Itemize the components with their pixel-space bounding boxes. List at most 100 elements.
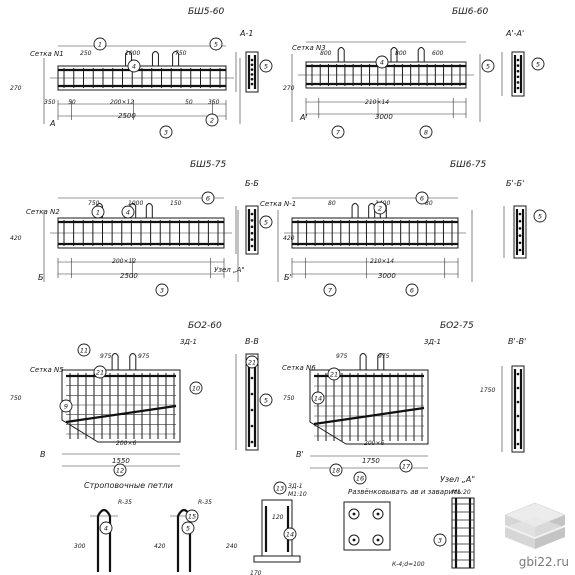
position-mark-bubble xyxy=(93,365,107,379)
section-b1-prime-bar xyxy=(518,212,522,216)
position-mark-number: 3 xyxy=(160,287,164,295)
section-vv-bar xyxy=(250,376,254,380)
radius-a: R-35 xyxy=(118,499,132,506)
position-mark-number: 4 xyxy=(126,209,130,217)
position-mark-number: 3 xyxy=(438,537,442,545)
dim-420: 420 xyxy=(10,235,22,242)
position-mark-number: 7 xyxy=(328,287,333,295)
position-mark-bubble xyxy=(185,509,199,523)
position-mark-number: 10 xyxy=(192,385,200,393)
dim-270: 270 xyxy=(10,85,22,92)
section-a1-bar xyxy=(250,58,254,62)
position-mark-bubble xyxy=(415,191,429,205)
plate-hole xyxy=(372,534,384,546)
position-mark-bubble xyxy=(373,201,387,215)
beam-bo2-75-outline xyxy=(309,369,429,445)
zd1-detail-label: ЗД-1 xyxy=(288,483,303,490)
position-mark-bubble xyxy=(113,463,127,477)
section-a1-outline xyxy=(245,51,259,93)
beam-bsh6-60: БШ6-60 А'-А' Сетка N3 800 800 600 210×14… xyxy=(283,7,524,122)
cut-b: Б xyxy=(38,273,44,282)
position-mark-number: 1 xyxy=(96,209,100,217)
section-bb-outline xyxy=(245,205,259,255)
section-a1-prime-outline xyxy=(511,51,525,97)
dim-420-b: 420 xyxy=(283,235,295,242)
node-a-title: Узел „A" xyxy=(440,475,475,484)
plate-hole-center xyxy=(352,538,356,542)
position-mark-number: 9 xyxy=(64,403,68,411)
position-mark-bubble xyxy=(259,59,273,73)
position-mark-bubble xyxy=(209,37,223,51)
site-logo-icon xyxy=(504,502,566,549)
position-mark-number: 8 xyxy=(424,129,428,137)
position-mark-number: 21 xyxy=(248,359,256,367)
position-mark-bubble xyxy=(327,367,341,381)
dim-200x12: 200×12 xyxy=(110,99,134,106)
position-mark-bubble xyxy=(127,59,141,73)
position-mark-bubble xyxy=(189,381,203,395)
position-mark-bubble xyxy=(323,283,337,297)
dim-80-b: 80 xyxy=(425,200,433,207)
dim-800: 800 xyxy=(320,50,332,57)
dim-350: 350 xyxy=(44,99,56,106)
section-vv-outline xyxy=(245,353,259,451)
position-mark-number: 17 xyxy=(402,463,411,471)
dim-50-b: 50 xyxy=(185,99,193,106)
position-mark-number: 11 xyxy=(80,347,88,355)
position-mark-bubble xyxy=(99,521,113,535)
position-mark-bubble xyxy=(405,283,419,297)
beam-bo2-75-lifting-loop xyxy=(377,353,385,370)
setka-n6-label: Сетка N6 xyxy=(282,364,316,372)
position-mark-number: 4 xyxy=(132,63,136,71)
beam-bsh5-75-lifting-loop xyxy=(145,203,153,218)
plate-hole xyxy=(348,534,360,546)
position-mark-number: 13 xyxy=(276,485,284,493)
dim-120: 120 xyxy=(272,514,284,521)
position-mark-number: 2 xyxy=(210,117,214,125)
beam-bo2-75-lifting-loop xyxy=(359,353,367,370)
section-bb-bar xyxy=(250,219,254,222)
beam-bsh6-60-lifting-loop xyxy=(337,47,345,62)
dim-150: 150 xyxy=(170,200,182,207)
setka-n5-label: Сетка N5 xyxy=(30,366,64,374)
beam-bsh6-75-lifting-loop xyxy=(368,203,376,218)
dim-200x6: 200×6 xyxy=(116,440,136,447)
setka-n3-label: Сетка N3 xyxy=(292,44,326,52)
position-mark-number: 6 xyxy=(420,195,424,203)
title-bo2-75: БО2-75 xyxy=(440,321,474,331)
position-mark-number: 21 xyxy=(330,371,338,379)
node-a-scale: М1:20 xyxy=(452,489,471,496)
section-label-b1: Б'-Б' xyxy=(506,179,524,188)
position-mark-number: 3 xyxy=(164,129,168,137)
section-a1-prime-bar xyxy=(516,86,520,90)
beam-bsh6-60-lifting-loop xyxy=(417,47,425,62)
zd1-base-plate xyxy=(253,555,301,563)
plate-hole-center xyxy=(376,538,380,542)
beam-bo2-60-inclined-bar xyxy=(65,404,177,424)
dim-975-b: 975 xyxy=(138,353,150,360)
position-mark-bubble xyxy=(59,399,73,413)
position-mark-bubble xyxy=(533,209,547,223)
dim-1550: 1550 xyxy=(112,457,130,465)
beam-bo2-75-inclined-bar xyxy=(313,406,425,426)
beam-bsh5-60-lifting-loop xyxy=(151,51,159,66)
dim-750: 750 xyxy=(175,50,187,57)
beam-bo2-60: БО2-60 ЗД-1 В-В Сетка N5 975 975 200×6 1… xyxy=(10,321,259,465)
plate-hole-center xyxy=(376,512,380,516)
position-mark-number: 4 xyxy=(104,525,108,533)
dim-250: 250 xyxy=(80,50,92,57)
title-bsh5-75: БШ5-75 xyxy=(190,160,226,170)
section-bb-bar xyxy=(250,244,254,248)
dim-600: 600 xyxy=(432,50,444,57)
section-a1-prime-bar xyxy=(516,69,520,73)
dim-210x14-b: 210×14 xyxy=(370,258,394,265)
position-mark-bubble xyxy=(121,205,135,219)
cut-v: В xyxy=(40,450,46,459)
section-a1-prime-bar xyxy=(516,75,520,79)
dim-3000-b: 3000 xyxy=(378,272,396,280)
dim-300: 300 xyxy=(74,543,86,550)
scale-label: М1:10 xyxy=(288,491,307,498)
dim-240: 240 xyxy=(226,543,238,550)
dim-3000: 3000 xyxy=(375,113,393,121)
position-mark-number: 5 xyxy=(538,213,542,221)
